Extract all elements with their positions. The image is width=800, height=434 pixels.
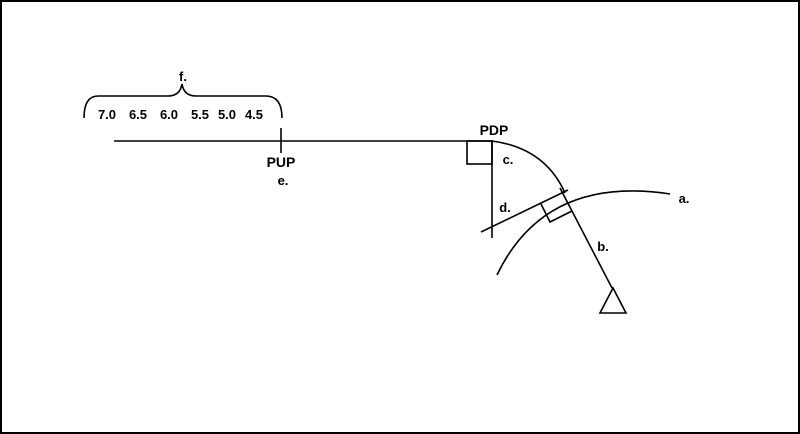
label-pdp: PDP: [480, 122, 509, 138]
label-a: a.: [679, 191, 690, 206]
scale-value: 4.5: [245, 107, 263, 122]
transition-curve: [491, 140, 566, 194]
label-pup: PUP: [267, 154, 296, 170]
label-d: d.: [499, 200, 511, 215]
scale-value: 6.0: [160, 107, 178, 122]
scale-value: 7.0: [98, 107, 116, 122]
label-f: f.: [179, 69, 187, 84]
scale-value: 6.5: [129, 107, 147, 122]
label-e: e.: [278, 173, 289, 188]
scale-value: 5.5: [191, 107, 209, 122]
right-angle-marker-radius: [540, 203, 573, 224]
label-c: c.: [503, 152, 514, 167]
scale-brace: [83, 83, 283, 119]
label-b: b.: [597, 239, 609, 254]
radial-line: [559, 187, 613, 289]
center-triangle-icon: [598, 286, 628, 314]
tangent-line: [480, 189, 569, 233]
right-angle-marker-pdp: [466, 140, 493, 165]
arc-a: [496, 190, 671, 276]
scale-value: 5.0: [218, 107, 236, 122]
